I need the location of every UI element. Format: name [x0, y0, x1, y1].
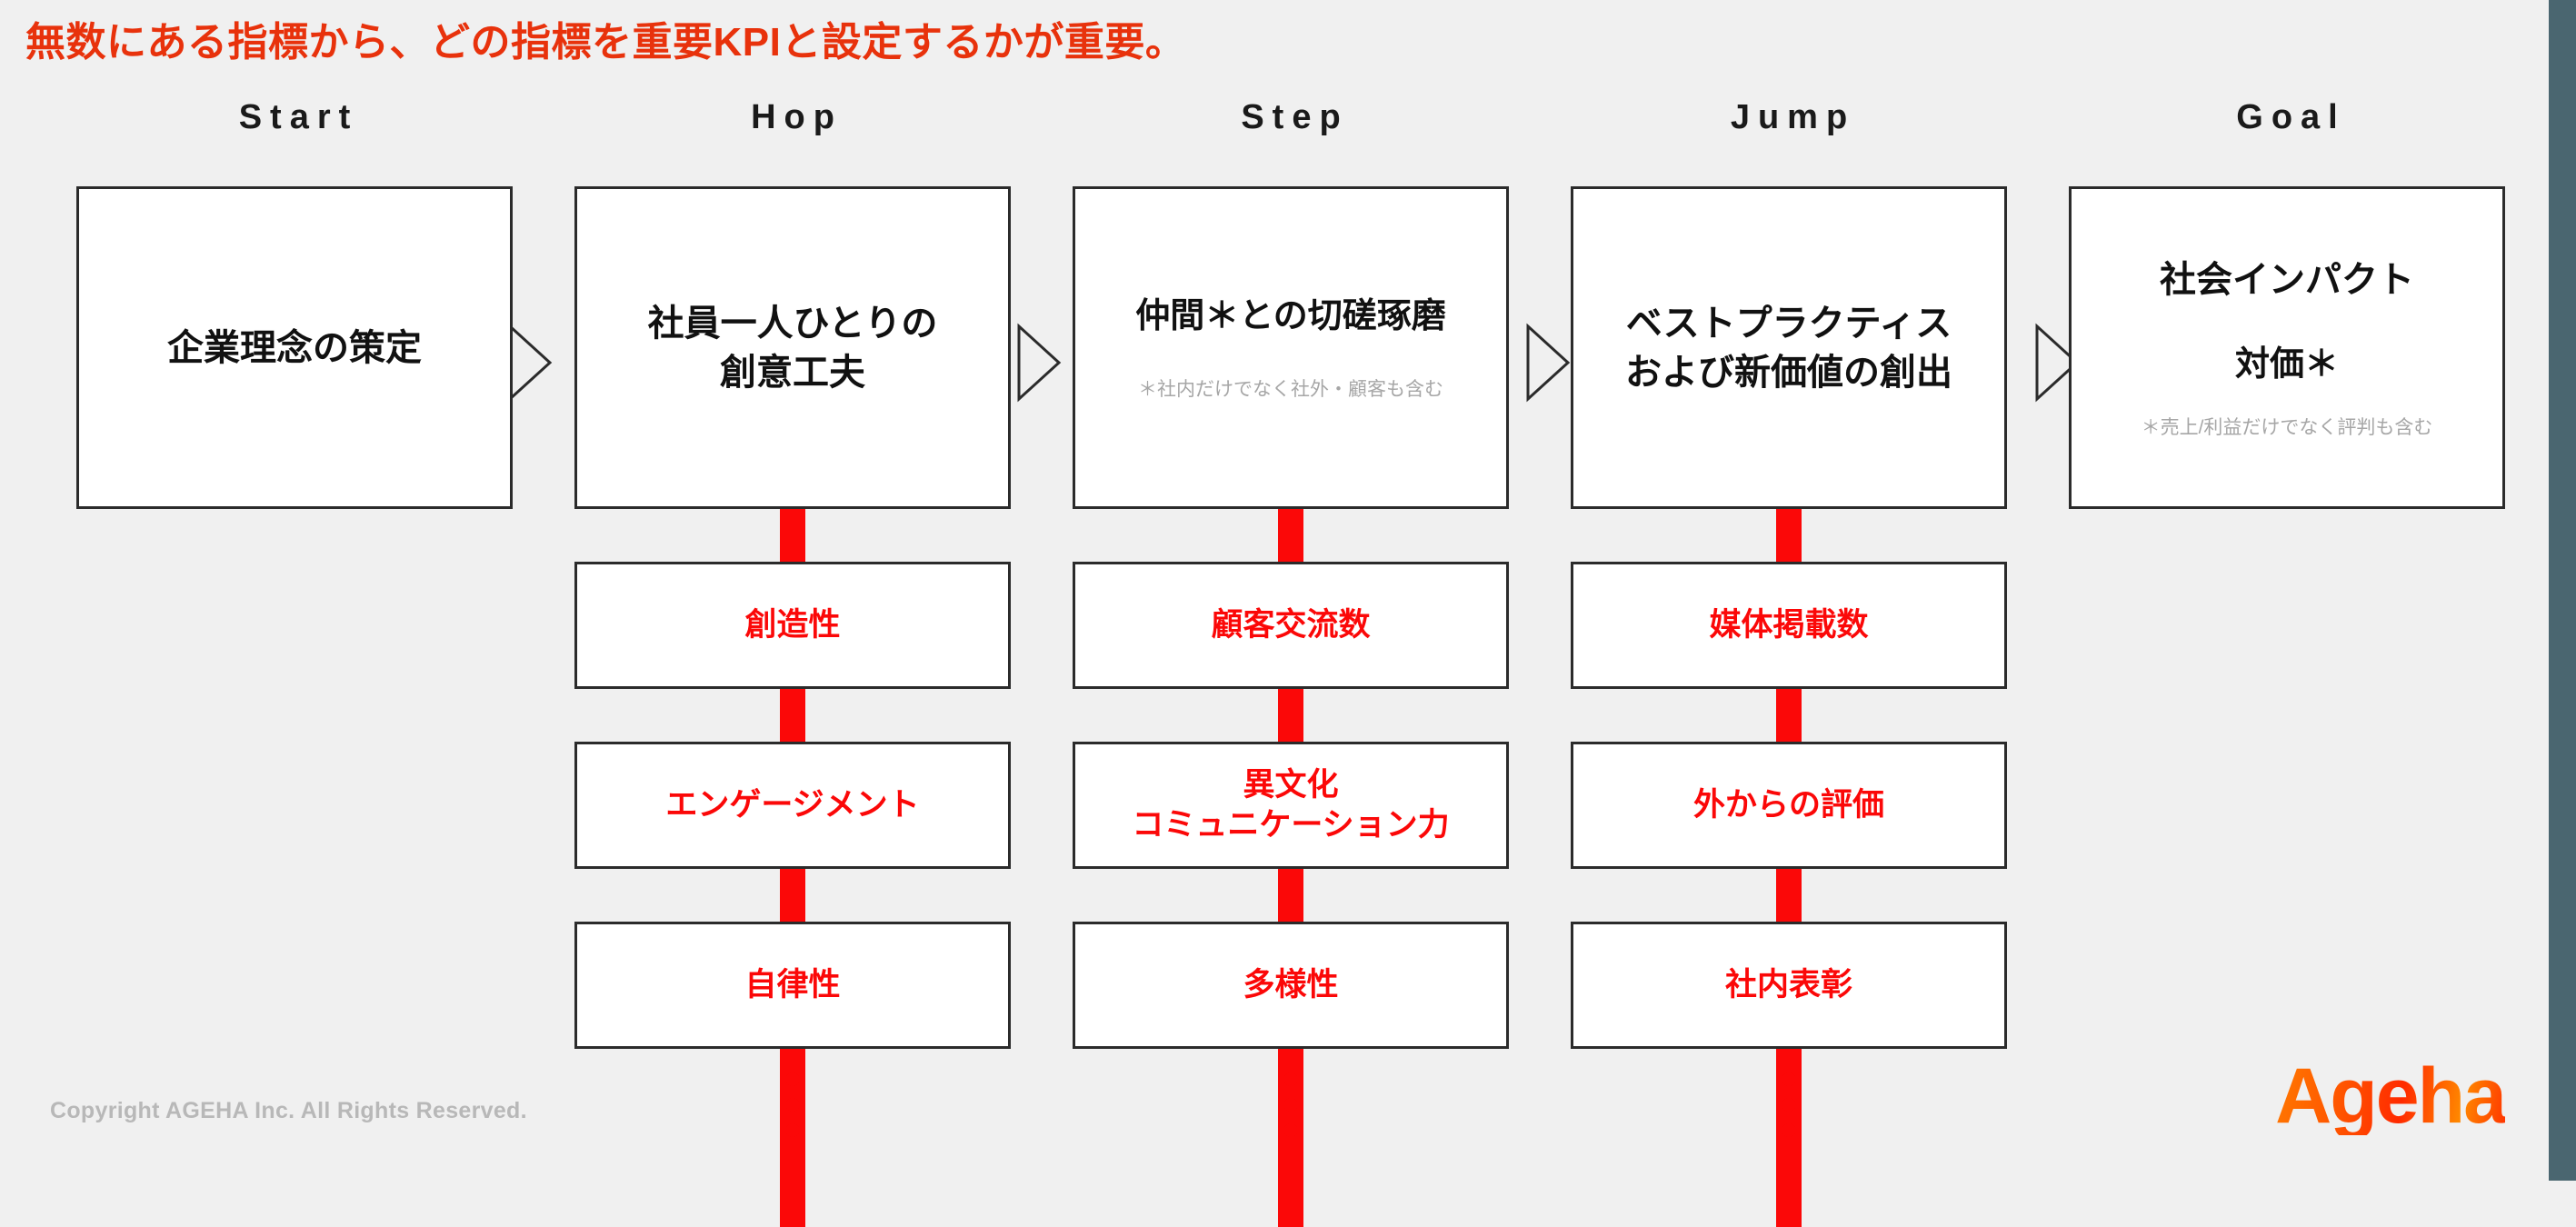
separator-4 [2033, 323, 2081, 403]
ellipsis-dot [785, 1098, 800, 1112]
kpi-label: 自律性 [744, 967, 841, 1003]
column-step: 仲間＊との切磋琢磨 ＊社内だけでなく社外・顧客も含む 顧客交流数 異文化 コミュ… [1042, 186, 1540, 1227]
kpi-box[interactable]: 社内表彰 [1571, 922, 2007, 1049]
column-start: 企業理念の策定 [45, 186, 544, 1049]
kpi-label: 顧客交流数 [1211, 607, 1371, 643]
kpi-box[interactable]: 自律性 [574, 922, 1011, 1049]
ellipsis-dot [1283, 1098, 1298, 1112]
stage-header-step: Step [1241, 98, 1349, 136]
stage-box-jump[interactable]: ベストプラクティス および新価値の創出 [1571, 186, 2007, 509]
continuation-ellipsis-step [1283, 1072, 1298, 1137]
kpi-box[interactable]: 多様性 [1073, 922, 1509, 1049]
kpi-box[interactable]: 創造性 [574, 562, 1011, 689]
continuation-ellipsis-jump [1782, 1072, 1796, 1137]
kpi-stack-jump: 媒体掲載数 外からの評価 社内表彰 [1540, 509, 2038, 1049]
triangle-right-icon [1524, 323, 1572, 403]
kpi-stack-step: 顧客交流数 異文化 コミュニケーション力 多様性 [1042, 509, 1540, 1049]
kpi-label: エンゲージメント [665, 787, 920, 823]
ageha-logo: Ageha [2275, 1052, 2507, 1140]
stage-box-title: 企業理念の策定 [167, 327, 422, 368]
stage-header-goal: Goal [2236, 98, 2346, 136]
stage-box-footnote: ＊売上/利益だけでなく評判も含む [2141, 417, 2433, 438]
kpi-label: 多様性 [1243, 967, 1339, 1003]
kpi-label: 外からの評価 [1692, 787, 1884, 823]
ellipsis-dot [785, 1072, 800, 1086]
kpi-box[interactable]: 顧客交流数 [1073, 562, 1509, 689]
stage-box-step[interactable]: 仲間＊との切磋琢磨 ＊社内だけでなく社外・顧客も含む [1073, 186, 1509, 509]
stage-box-goal[interactable]: 社会インパクト 対価＊ ＊売上/利益だけでなく評判も含む [2069, 186, 2505, 509]
stage-box-start[interactable]: 企業理念の策定 [76, 186, 513, 509]
stage-box-title: 社会インパクト [2160, 260, 2414, 300]
stage-header-hop: Hop [751, 98, 843, 136]
ellipsis-dot [1283, 1072, 1298, 1086]
page-title: 無数にある指標から、どの指標を重要KPIと設定するかが重要。 [25, 20, 1186, 65]
column-hop: 社員一人ひとりの 創意工夫 創造性 エンゲージメント 自律性 [544, 186, 1042, 1227]
triangle-right-icon [2033, 323, 2081, 403]
right-edge-accent-bar [2549, 0, 2576, 1181]
slide-canvas: 無数にある指標から、どの指標を重要KPIと設定するかが重要。 Start Hop… [25, 0, 2576, 1227]
ellipsis-dot [1782, 1098, 1796, 1112]
separator-3 [1524, 323, 1572, 403]
kpi-label: 創造性 [744, 607, 841, 643]
stage-box-footnote: ＊社内だけでなく社外・顧客も含む [1138, 379, 1443, 401]
kpi-stack-hop: 創造性 エンゲージメント 自律性 [544, 509, 1042, 1049]
stage-box-title: 社員一人ひとりの 創意工夫 [647, 303, 938, 393]
kpi-box[interactable]: エンゲージメント [574, 742, 1011, 869]
kpi-box[interactable]: 外からの評価 [1571, 742, 2007, 869]
column-jump: ベストプラクティス および新価値の創出 媒体掲載数 外からの評価 社内表彰 [1540, 186, 2038, 1227]
separator-2 [1015, 323, 1063, 403]
kpi-label: 異文化 コミュニケーション力 [1132, 767, 1450, 843]
column-goal: 社会インパクト 対価＊ ＊売上/利益だけでなく評判も含む [2038, 186, 2536, 1049]
stage-box-hop[interactable]: 社員一人ひとりの 創意工夫 [574, 186, 1011, 509]
kpi-box[interactable]: 異文化 コミュニケーション力 [1073, 742, 1509, 869]
kpi-label: 社内表彰 [1724, 967, 1852, 1003]
ellipsis-dot [1782, 1123, 1796, 1137]
stage-header-jump: Jump [1730, 98, 1856, 136]
stage-header-row: Start Hop Step Jump Goal [45, 98, 2536, 155]
stage-columns: 企業理念の策定 社員一人ひとりの 創意工夫 創造性 エンゲージメント [45, 186, 2536, 1227]
continuation-ellipsis-hop [785, 1072, 800, 1137]
stage-box-title: ベストプラクティス および新価値の創出 [1625, 303, 1952, 393]
stage-header-start: Start [238, 98, 359, 136]
copyright-text: Copyright AGEHA Inc. All Rights Reserved… [50, 1098, 527, 1123]
ellipsis-dot [1283, 1123, 1298, 1137]
stage-box-title: 仲間＊との切磋琢磨 [1135, 296, 1446, 335]
kpi-box[interactable]: 媒体掲載数 [1571, 562, 2007, 689]
ellipsis-dot [785, 1123, 800, 1137]
kpi-label: 媒体掲載数 [1709, 607, 1869, 643]
ellipsis-dot [1782, 1072, 1796, 1086]
stage-box-subtitle: 対価＊ [2234, 345, 2339, 384]
triangle-right-icon [1015, 323, 1063, 403]
